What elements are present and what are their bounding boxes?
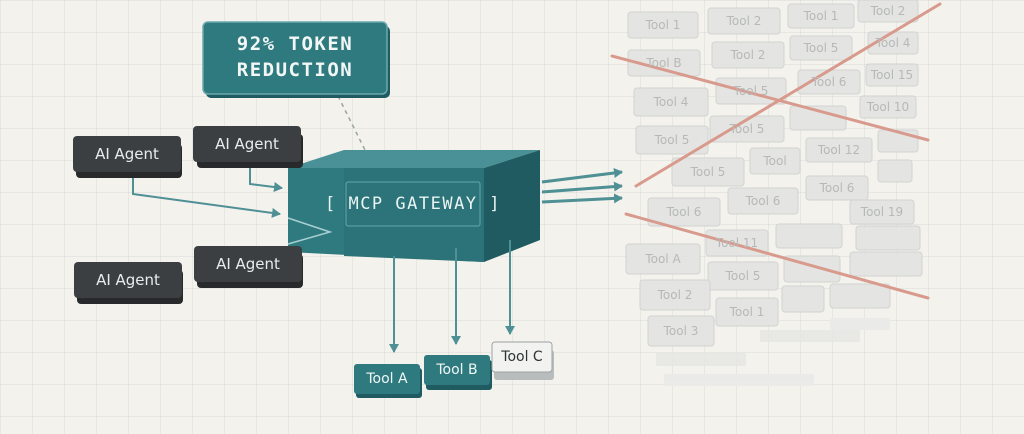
ghost-tool-label: Tool 6 — [745, 194, 781, 208]
arrow-out-2 — [541, 181, 623, 194]
ghost-tool-label: Tool 5 — [654, 133, 690, 147]
gateway-down-arrows — [389, 240, 515, 353]
ghost-tool-label: Tool 1 — [803, 9, 839, 23]
token-reduction-callout: 92% TOKEN REDUCTION — [236, 33, 354, 81]
arrow-out-3 — [541, 193, 623, 204]
ghost-tool-label: Tool 5 — [733, 84, 769, 98]
cross-line-top-a — [610, 54, 930, 142]
cross-line-top-b — [634, 2, 942, 188]
agent-label-4: AI Agent — [216, 255, 280, 273]
ghost-tool-label: Tool A — [645, 252, 681, 266]
ghost-tool-label: Tool 4 — [653, 95, 689, 109]
ghost-tool-label: Tool B — [646, 56, 682, 70]
ghost-tool-label: Tool 5 — [725, 269, 761, 283]
ghost-tool-label: Tool 2 — [870, 4, 906, 18]
agent-label-1: AI Agent — [95, 145, 159, 163]
tool-blocks — [354, 341, 554, 398]
deprecated-tool-wall — [625, 0, 923, 386]
agent-block-4[interactable] — [194, 246, 303, 288]
ghost-tool-label: Tool 5 — [729, 122, 765, 136]
ghost-tool-label: Tool 10 — [866, 100, 910, 114]
agent-blocks — [73, 126, 303, 304]
ghost-tool-label: Tool 3 — [663, 324, 699, 338]
ghost-tool-label: Tool 2 — [657, 288, 693, 302]
ghost-tool-label: Tool 6 — [819, 181, 855, 195]
tool-block-a[interactable] — [354, 364, 422, 398]
ghost-tool-label: Tool 6 — [811, 75, 847, 89]
ghost-tool-label: Tool 2 — [726, 14, 762, 28]
tool-label-b: Tool B — [436, 362, 478, 378]
mcp-gateway-box[interactable] — [287, 150, 540, 262]
ghost-tool-label: Tool 2 — [730, 48, 766, 62]
tool-block-b[interactable] — [424, 355, 492, 390]
agent-block-3[interactable] — [74, 262, 183, 304]
ghost-tool-label: Tool 19 — [860, 205, 904, 219]
cross-line-bottom — [624, 212, 930, 300]
ghost-tool-label: Tool 5 — [803, 41, 839, 55]
agent-label-2: AI Agent — [215, 135, 279, 153]
arrow-agent-1 — [132, 177, 281, 218]
ghost-tool-label: Tool — [763, 154, 787, 168]
ghost-tool-label: Tool 5 — [690, 165, 726, 179]
agent-arrows — [132, 167, 283, 218]
gateway-out-arrows — [541, 168, 623, 204]
tool-block-c[interactable] — [491, 341, 554, 380]
gateway-label: [ MCP GATEWAY ] — [324, 194, 502, 214]
ghost-tool-label: Tool 15 — [870, 68, 914, 82]
tool-label-a: Tool A — [366, 371, 408, 387]
rejected-cross — [610, 2, 942, 300]
token-reduction-callout-box — [202, 21, 390, 98]
ghost-tool-label: Tool 1 — [645, 18, 681, 32]
arrow-out-1 — [541, 168, 623, 184]
ghost-tool-label: Tool 6 — [666, 205, 702, 219]
agent-block-1[interactable] — [73, 136, 182, 178]
ghost-tool-label: Tool 4 — [875, 36, 911, 50]
ghost-tool-label: Tool 1 — [729, 305, 765, 319]
ghost-tool-label: Tool 12 — [817, 143, 861, 157]
ghost-tool-label: Tool 11 — [715, 236, 759, 250]
agent-block-2[interactable] — [193, 126, 303, 168]
agent-label-3: AI Agent — [96, 271, 160, 289]
arrow-agent-2 — [249, 167, 283, 192]
tool-label-c: Tool C — [501, 349, 543, 365]
